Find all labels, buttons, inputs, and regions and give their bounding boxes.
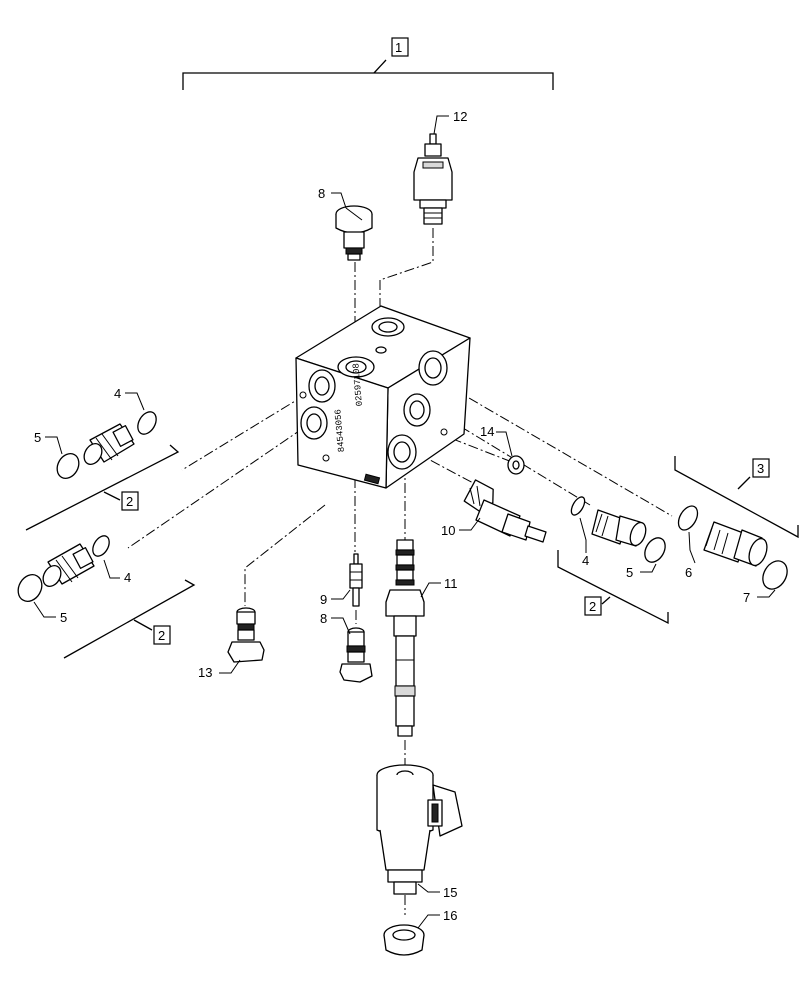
bracket-group-2-left-lower: 2 [63, 579, 196, 659]
callout-2-right: 2 [589, 599, 596, 614]
callout-10: 10 [441, 523, 455, 538]
cartridge-10 [463, 479, 547, 543]
callout-16: 16 [443, 908, 457, 923]
callout-2-left-upper: 2 [126, 494, 133, 509]
plug-8-lower [339, 627, 373, 683]
callout-5-left-upper: 5 [34, 430, 41, 445]
callout-4-left-upper: 4 [114, 386, 121, 401]
callout-15: 15 [443, 885, 457, 900]
callout-5-left-lower: 5 [60, 610, 67, 625]
fitting-right-large [677, 505, 788, 590]
block-mark-part-number: 02597108 [351, 363, 365, 407]
leader-lines [33, 115, 776, 929]
bracket-group-2-left-upper: 2 [25, 444, 180, 531]
valve-block: 02597108 84543056 [295, 305, 471, 489]
callout-8-top: 8 [318, 186, 325, 201]
pin-9 [349, 553, 363, 607]
bracket-group-3: 3 [674, 456, 799, 539]
callout-labels: 12 8 4 5 4 5 13 9 8 11 10 14 4 5 6 7 15 … [34, 109, 750, 923]
bracket-group-2-right: 2 [557, 550, 669, 625]
callout-4-left-lower: 4 [124, 570, 131, 585]
bracket-group-1: 1 [182, 37, 554, 90]
coil-nut-16 [383, 924, 425, 956]
callout-1: 1 [395, 40, 402, 55]
callout-9: 9 [320, 592, 327, 607]
callout-2-left-lower: 2 [158, 628, 165, 643]
callout-12: 12 [453, 109, 467, 124]
fitting-left-upper [56, 411, 157, 479]
callout-8-lower: 8 [320, 611, 327, 626]
solenoid-coil-15 [376, 764, 463, 895]
callout-11: 11 [444, 576, 458, 591]
block-mark-serial: 84543056 [333, 409, 347, 453]
washer-14 [507, 455, 525, 475]
relief-valve-cartridge-12 [413, 133, 453, 225]
fitting-left-lower [17, 535, 110, 602]
fitting-right-middle [570, 496, 666, 563]
callout-5-right: 5 [626, 565, 633, 580]
callout-4-right: 4 [582, 553, 589, 568]
callout-7: 7 [743, 590, 750, 605]
plug-8-top [335, 205, 373, 261]
assembly-centerlines [127, 228, 673, 915]
callout-6: 6 [685, 565, 692, 580]
callout-14: 14 [480, 424, 494, 439]
callout-13: 13 [198, 665, 212, 680]
callout-3: 3 [757, 461, 764, 476]
plug-13 [227, 607, 265, 663]
solenoid-valve-stem-11 [385, 539, 425, 737]
